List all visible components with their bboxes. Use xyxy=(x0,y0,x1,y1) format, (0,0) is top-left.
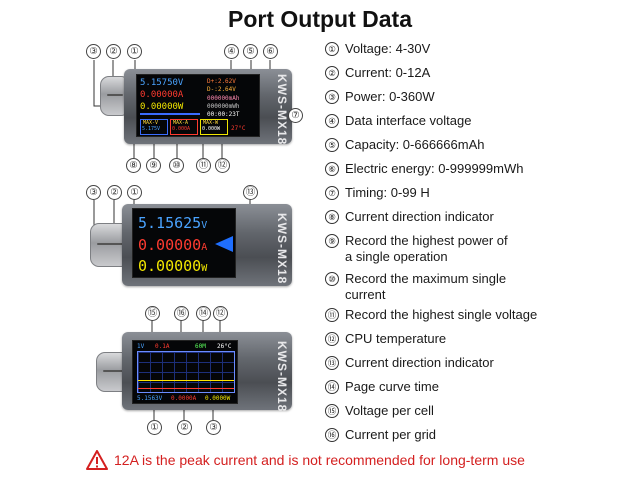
curve-grid xyxy=(137,351,235,393)
page-title: Port Output Data xyxy=(228,6,412,32)
callout-1: ① xyxy=(127,44,142,59)
brand-logo: KWS-MX18 xyxy=(275,74,289,146)
callout-3: ③ xyxy=(86,44,101,59)
callout-8: ⑧ xyxy=(126,158,141,173)
warning-triangle-icon xyxy=(86,450,108,470)
power-curve xyxy=(138,380,234,381)
power-reading: 0.00000W xyxy=(140,102,184,112)
callout-13: ⑬ xyxy=(243,185,258,200)
callout-10: ⑩ xyxy=(169,158,184,173)
power-reading: 0.00000W xyxy=(138,257,208,275)
callout-3: ③ xyxy=(206,420,221,435)
max-current-box: MAX-A 0.000A xyxy=(170,119,198,135)
callout-1: ① xyxy=(127,185,142,200)
feature-highest-power-cont: a single operation xyxy=(345,249,448,264)
warning-text: 12A is the peak current and is not recom… xyxy=(114,452,525,468)
capacity-reading: 000000mAh xyxy=(207,95,240,102)
timer-reading: 00:00:23T xyxy=(207,111,240,118)
current-reading: 0.00000A xyxy=(138,236,208,254)
meter-screen: 5.15750V 0.00000A 0.00000W D+:2.62V D-:2… xyxy=(136,74,260,137)
cpu-temperature: 27°C xyxy=(231,125,246,132)
callout-4: ④ xyxy=(224,44,239,59)
current-direction-bar xyxy=(140,113,200,115)
warning-banner: 12A is the peak current and is not recom… xyxy=(86,450,525,470)
volt-per-grid: 1V xyxy=(137,343,145,350)
callout-3: ③ xyxy=(86,185,101,200)
data-minus-voltage: D-:2.64V xyxy=(207,86,236,93)
current-reading: 0.00000A xyxy=(140,90,184,100)
callout-5: ⑤ xyxy=(243,44,258,59)
power-reading: 0.0000W xyxy=(205,395,231,402)
max-power-box: MAX-W 0.000W xyxy=(200,119,228,135)
callout-2: ② xyxy=(106,44,121,59)
voltage-reading: 5.1563V xyxy=(137,395,163,402)
callout-1: ① xyxy=(147,420,162,435)
callout-12: ⑫ xyxy=(213,306,228,321)
data-plus-voltage: D+:2.62V xyxy=(207,78,236,85)
brand-logo: KWS-MX18 xyxy=(275,213,289,285)
meter-screen: 5.15625V 0.00000A 0.00000W xyxy=(132,208,236,278)
voltage-reading: 5.15625V xyxy=(138,214,208,232)
callout-9: ⑨ xyxy=(146,158,161,173)
callout-2: ② xyxy=(107,185,122,200)
current-reading: 0.0000A xyxy=(171,395,197,402)
feature-max-current-cont: current xyxy=(345,287,386,302)
callout-11: ⑪ xyxy=(196,158,211,173)
energy-reading: 000000mWh xyxy=(207,103,240,110)
current-per-grid: 0.1A xyxy=(155,343,170,350)
callout-2: ② xyxy=(177,420,192,435)
curve-screen: 1V 0.1A 60M 26°C 5.1563V 0.0000A 0.0000W xyxy=(132,340,238,404)
max-voltage-box: MAX-V 5.175V xyxy=(140,119,168,135)
callout-15: ⑮ xyxy=(145,306,160,321)
callout-7: ⑦ xyxy=(288,108,303,123)
curve-time: 60M xyxy=(195,343,206,350)
callout-6: ⑥ xyxy=(263,44,278,59)
callout-14: ⑭ xyxy=(196,306,211,321)
cpu-temperature: 26°C xyxy=(217,343,232,350)
callout-12: ⑫ xyxy=(215,158,230,173)
callout-16: ⑯ xyxy=(174,306,189,321)
current-curve xyxy=(138,388,234,389)
current-direction-arrow-icon xyxy=(215,236,233,252)
brand-logo: KWS-MX18 xyxy=(275,341,289,413)
voltage-reading: 5.15750V xyxy=(140,78,184,88)
